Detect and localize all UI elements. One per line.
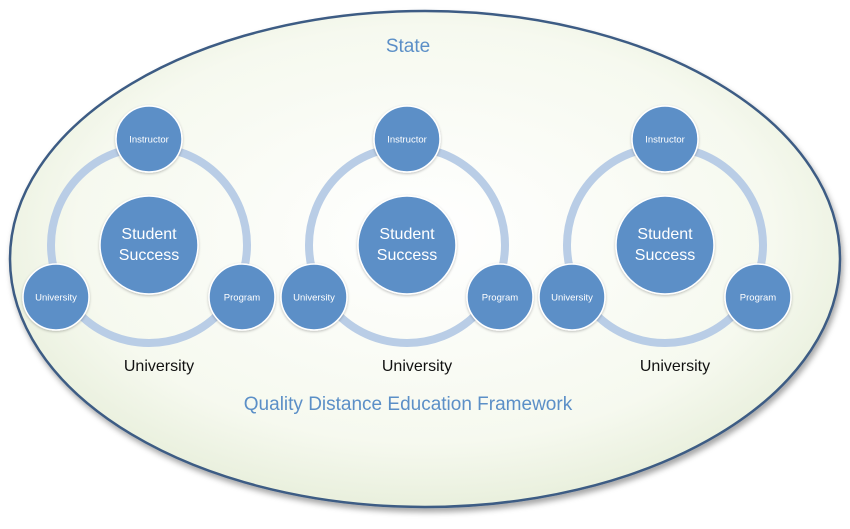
student-success-circle	[615, 195, 715, 295]
node-left-circle	[22, 263, 90, 331]
node-top-circle	[631, 105, 699, 173]
group-label: University	[640, 358, 710, 375]
node-left-label: University	[293, 293, 335, 304]
node-top-label: Instructor	[387, 135, 427, 146]
node-top-label: Instructor	[129, 135, 169, 146]
student-success-label: Success	[119, 247, 179, 264]
student-success-label: Student	[379, 226, 435, 243]
student-success-label: Student	[121, 226, 177, 243]
node-top-label: Instructor	[645, 135, 685, 146]
student-success-label: Success	[377, 247, 437, 264]
state-title: State	[386, 36, 430, 57]
node-left-label: University	[35, 293, 77, 304]
framework-title: Quality Distance Education Framework	[244, 394, 573, 415]
student-success-label: Success	[635, 247, 695, 264]
group-label: University	[382, 358, 452, 375]
node-right-label: Program	[482, 293, 519, 304]
student-success-circle	[357, 195, 457, 295]
node-right-circle	[466, 263, 534, 331]
student-success-circle	[99, 195, 199, 295]
group-label: University	[124, 358, 194, 375]
node-right-circle	[208, 263, 276, 331]
node-right-label: Program	[224, 293, 261, 304]
node-left-label: University	[551, 293, 593, 304]
node-left-circle	[538, 263, 606, 331]
node-left-circle	[280, 263, 348, 331]
node-right-circle	[724, 263, 792, 331]
node-right-label: Program	[740, 293, 777, 304]
student-success-label: Student	[637, 226, 693, 243]
node-top-circle	[373, 105, 441, 173]
node-top-circle	[115, 105, 183, 173]
